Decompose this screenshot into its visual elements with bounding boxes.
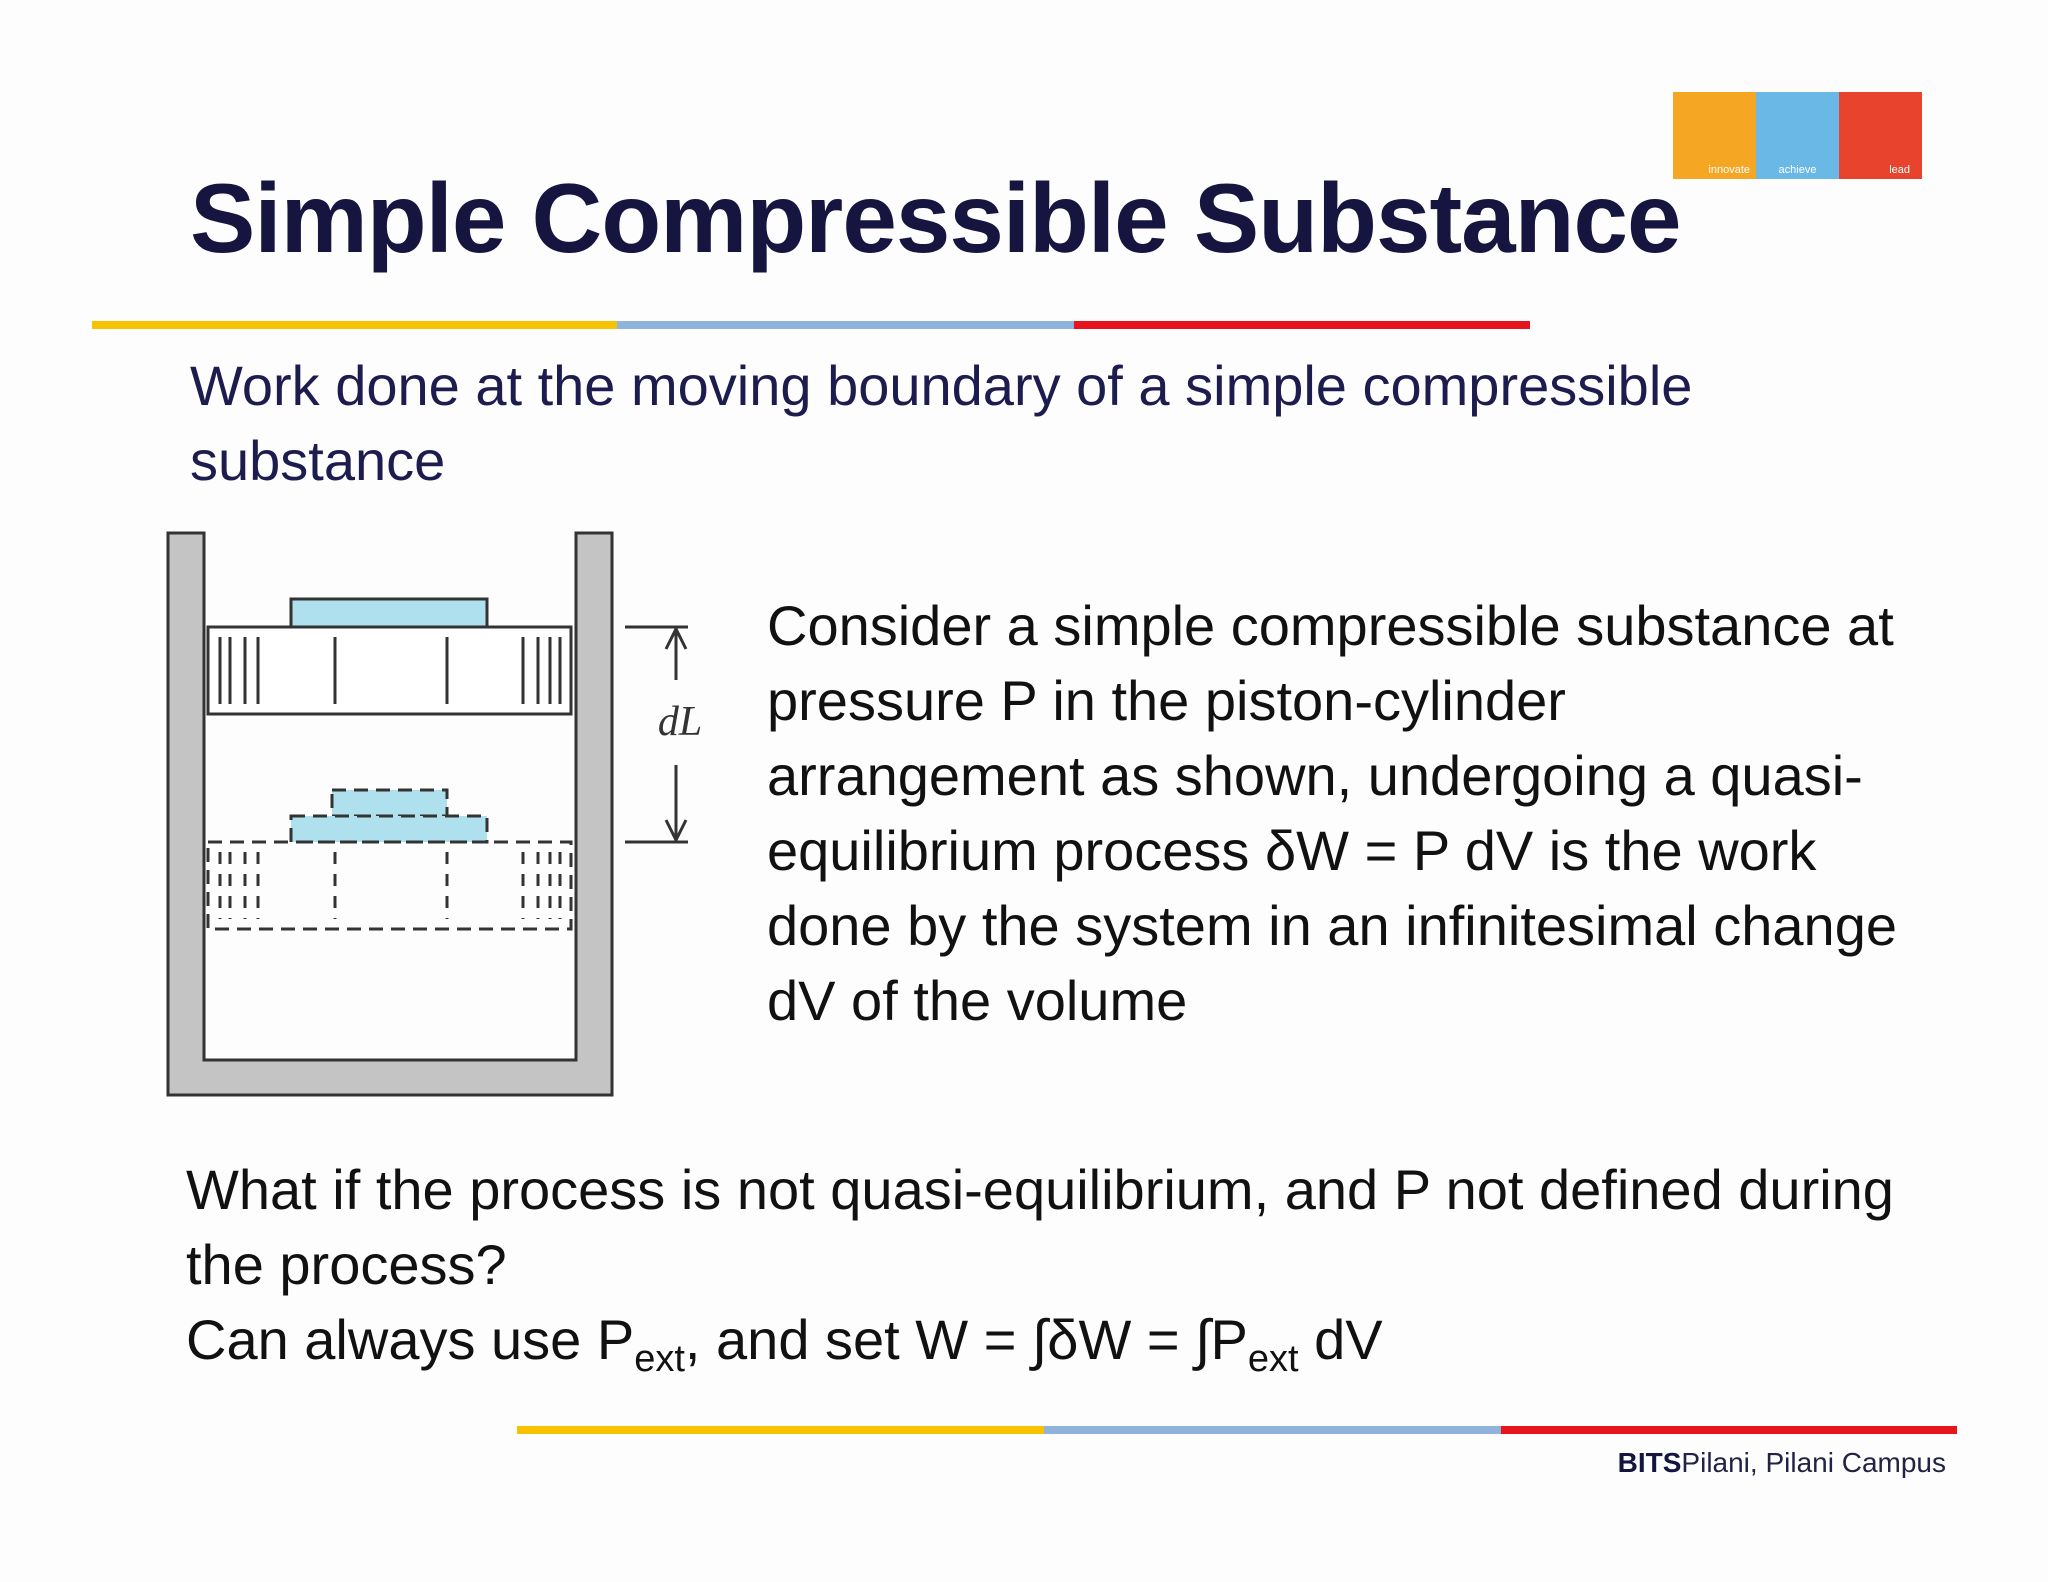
explanation-text: Consider a simple compressible substance… (767, 594, 1897, 1032)
formula-part-b: , and set W = ∫δW = ∫P (684, 1308, 1248, 1371)
logo-lead-segment: lead (1839, 92, 1922, 179)
footer-rule-blue (1044, 1426, 1501, 1434)
work-formula-line: Can always use Pext, and set W = ∫δW = ∫… (186, 1302, 1906, 1380)
formula-part-a: Can always use P (186, 1308, 635, 1371)
formula-sub-2: ext (1247, 1338, 1299, 1380)
bits-logo: innovate achieve lead (1673, 92, 1922, 179)
dimension-marker (625, 625, 688, 844)
lower-weight (289, 814, 489, 844)
logo-achieve-text: achieve (1778, 164, 1817, 176)
logo-lead-text: lead (1889, 164, 1910, 176)
question-text: What if the process is not quasi-equilib… (186, 1152, 1906, 1380)
title-rule-blue (617, 321, 1074, 329)
footer-campus: BITSPilani, Pilani Campus (1618, 1447, 1946, 1479)
footer-brand: BITS (1617, 1447, 1682, 1478)
title-rule-red (1074, 321, 1530, 329)
piston-cylinder-diagram: dL (166, 531, 702, 1097)
logo-achieve-segment: achieve (1756, 92, 1839, 179)
title-rule-yellow (92, 321, 617, 329)
lower-piston (206, 840, 573, 931)
lower-top-weight (330, 788, 449, 818)
cylinder-wall (166, 531, 614, 1097)
upper-weight (289, 597, 489, 629)
question-line: What if the process is not quasi-equilib… (186, 1158, 1894, 1296)
upper-piston (206, 625, 573, 716)
footer-campus-name: Pilani, Pilani Campus (1681, 1447, 1946, 1478)
lower-piston-ribs (218, 852, 562, 919)
dimension-label: dL (658, 699, 702, 745)
footer-rule-yellow (517, 1426, 1044, 1434)
footer-rule-red (1501, 1426, 1957, 1434)
slide-title: Simple Compressible Substance (190, 163, 1681, 273)
slide-subtitle: Work done at the moving boundary of a si… (190, 354, 1693, 492)
upper-piston-ribs (218, 637, 562, 704)
logo-innovate-text: innovate (1708, 164, 1750, 176)
formula-part-c: dV (1298, 1308, 1383, 1371)
logo-innovate-segment: innovate (1673, 92, 1756, 179)
formula-sub-1: ext (634, 1338, 685, 1380)
